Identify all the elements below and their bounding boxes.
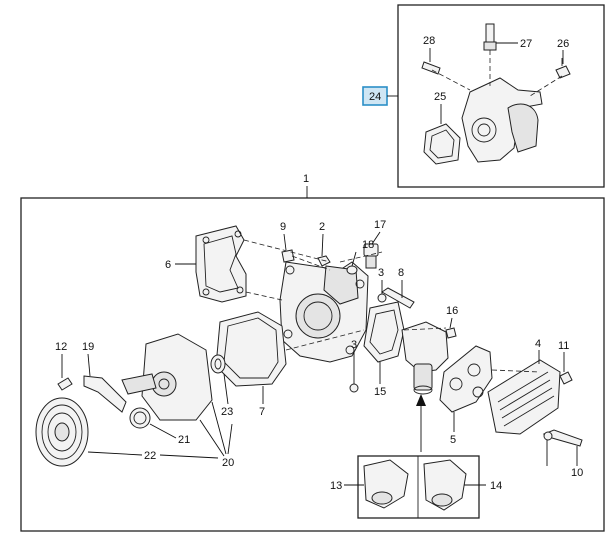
callout-13: 13	[330, 480, 342, 492]
callout-6: 6	[165, 259, 171, 271]
o-ring-21	[129, 407, 151, 429]
nut-3c	[543, 431, 553, 441]
nut-3a	[377, 293, 387, 303]
callout-11: 11	[558, 340, 569, 352]
sensor-17	[363, 243, 379, 269]
bolt-8	[381, 287, 415, 309]
seal-18	[346, 265, 358, 275]
pulley-22	[35, 397, 89, 467]
bleed-screw-inset	[555, 58, 571, 79]
gasket-7	[215, 311, 287, 387]
dowel-9	[281, 249, 295, 263]
callout-7: 7	[259, 406, 265, 418]
water-pump-21	[121, 333, 213, 421]
seal-ring-23	[210, 354, 226, 374]
callout-16: 16	[446, 305, 458, 317]
oil-cooler-4	[487, 359, 561, 435]
callout-15: 15	[374, 386, 386, 398]
callout-23: 23	[221, 406, 233, 418]
callout-5: 5	[450, 434, 456, 446]
oil-cooler-gasket-5	[439, 345, 493, 413]
callout-8: 8	[398, 267, 404, 279]
nut-2	[317, 255, 331, 267]
thermostat-housing-main	[401, 321, 449, 395]
callout-12: 12	[55, 341, 67, 353]
callout-4: 4	[535, 338, 541, 350]
main-assembly-frame	[20, 197, 605, 532]
nut-16	[445, 327, 457, 339]
gasket-inset	[423, 123, 461, 165]
callout-27: 27	[520, 38, 532, 50]
thermostat-variant-13	[363, 459, 409, 509]
callout-1: 1	[303, 173, 309, 185]
callout-20: 20	[222, 457, 234, 469]
callout-28: 28	[423, 35, 435, 47]
callout-10: 10	[571, 467, 583, 479]
gasket-15	[363, 301, 405, 363]
callout-2: 2	[319, 221, 325, 233]
callout-26: 26	[557, 38, 569, 50]
callout-24: 24	[369, 91, 381, 103]
callout-3-mid: 3	[351, 339, 357, 351]
bolt-12	[57, 377, 73, 391]
water-pump-housing	[279, 261, 369, 363]
clip-inset	[421, 61, 441, 75]
callout-9: 9	[280, 221, 286, 233]
thermostat-housing-inset	[461, 23, 543, 163]
bracket-19	[83, 375, 127, 413]
callout-19: 19	[82, 341, 94, 353]
timing-cover-gasket-6	[195, 225, 247, 303]
callout-17: 17	[374, 219, 386, 231]
nut-3b	[349, 383, 359, 393]
thermostat-detail-frame	[357, 455, 480, 519]
callout-21: 21	[178, 434, 190, 446]
bolt-11	[559, 371, 573, 385]
callout-18: 18	[362, 239, 374, 251]
callout-14: 14	[490, 480, 502, 492]
thermostat-variant-14	[423, 459, 467, 511]
callout-22: 22	[144, 450, 156, 462]
callout-25: 25	[434, 91, 446, 103]
callout-3-top: 3	[378, 267, 384, 279]
